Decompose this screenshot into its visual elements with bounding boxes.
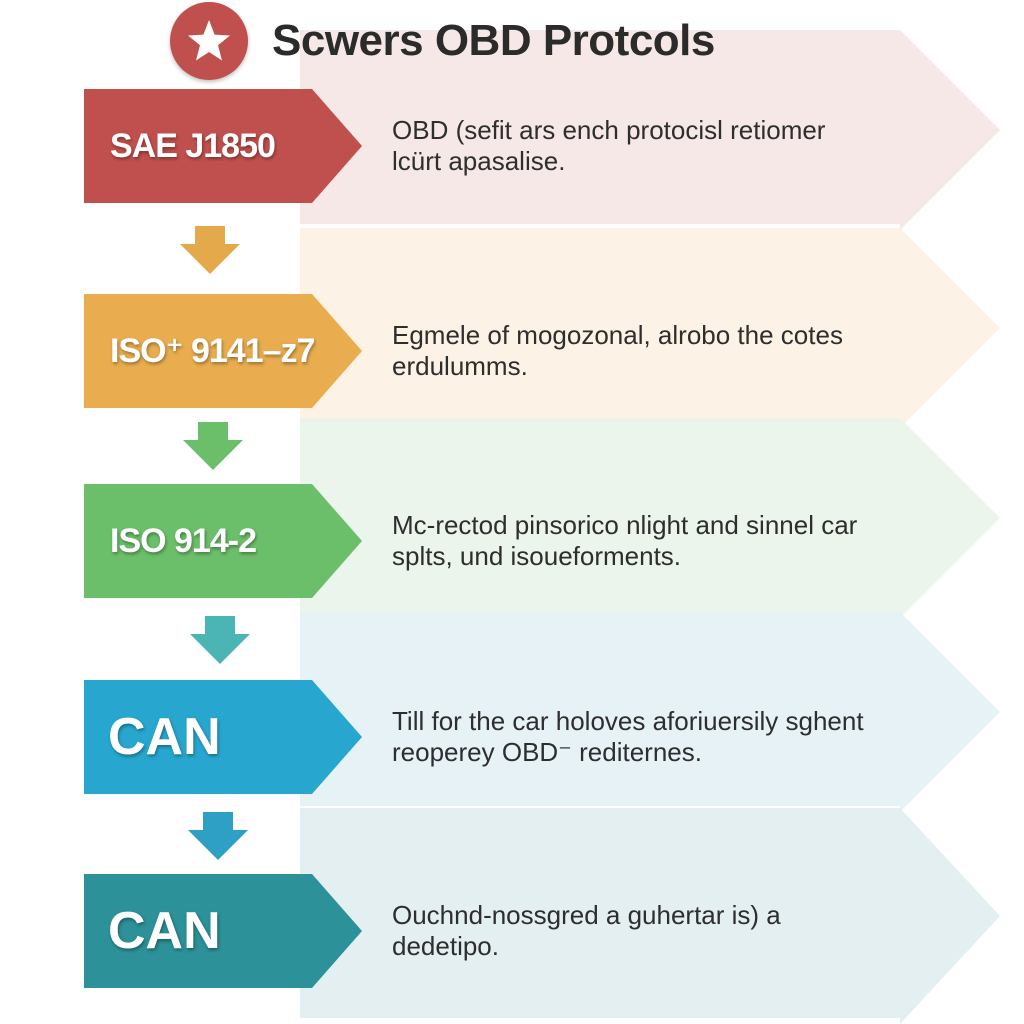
arrow-down-icon (190, 616, 250, 664)
backdrop-chevron (300, 228, 1000, 428)
protocol-row-can-2: CAN Ouchnd-nossgred a guhertar is) a ded… (0, 874, 1024, 994)
backdrop-chevron (300, 808, 1000, 1024)
backdrop-chevron (300, 30, 1000, 230)
protocol-description: Till for the car holoves aforiuersily sɡ… (392, 680, 952, 794)
page-title: Scwers OBD Protcols (272, 16, 715, 65)
protocol-tag: SAE J1850 (84, 89, 362, 203)
tag-chevron-shape (84, 680, 362, 794)
description-line: Ouchnd-nossgred a guhertar is) a (392, 900, 781, 930)
star-icon (188, 20, 230, 61)
arrow-down-icon (180, 226, 240, 274)
arrow-down-icon (183, 422, 243, 470)
protocol-label: ISO⁺ 9141–ᴢ7 (110, 332, 315, 370)
tag-chevron-shape (84, 484, 362, 598)
protocol-row-sae-j1850: SAE J1850 OBD (sefit ars ench protocisl … (0, 89, 1024, 209)
description-line: Eɡmele of mogozonal, alrobo the cotes (392, 320, 843, 350)
description-line: lcürt apasalise. (392, 146, 566, 176)
protocol-label: SAE J1850 (110, 126, 276, 165)
description-line: splts, und isoueforments. (392, 541, 682, 571)
description-line: reoperey OBD⁻ rediternes. (392, 737, 702, 767)
protocol-label: CAN (108, 902, 221, 960)
protocol-description: Eɡmele of mogozonal, alrobo the cotes er… (392, 294, 952, 408)
arrow-down-icon (188, 812, 248, 860)
logo-badge (170, 2, 248, 80)
tag-chevron-shape (84, 874, 362, 988)
protocol-description: Ouchnd-nossgred a guhertar is) a dedetip… (392, 874, 952, 988)
description-line: erdulumms. (392, 351, 528, 381)
protocol-label: CAN (108, 708, 221, 766)
backdrop-chevron (300, 418, 1000, 618)
protocol-description: Mc-rectod pinsorico nlight and sinnel ca… (392, 484, 952, 598)
description-line: dedetipo. (392, 931, 499, 961)
protocol-tag: ISO⁺ 9141–ᴢ7 (84, 294, 362, 408)
backdrop-separator (300, 224, 900, 230)
description-line: Till for the car holoves aforiuersily sɡ… (392, 706, 864, 736)
protocol-tag: CAN (84, 874, 362, 988)
tag-chevron-shape (84, 294, 362, 408)
protocol-row-iso-914-2: ISO 914-2 Mc-rectod pinsorico nlight and… (0, 484, 1024, 604)
protocol-tag: ISO 914-2 (84, 484, 362, 598)
description-line: Mc-rectod pinsorico nlight and sinnel ca… (392, 510, 858, 540)
backdrop-separator (300, 1018, 900, 1024)
tag-chevron-shape (84, 89, 362, 203)
protocol-row-can: CAN Till for the car holoves aforiuersil… (0, 680, 1024, 800)
header: Scwers OBD Protcols (170, 0, 715, 82)
description-line: OBD (sefit ars ench protocisl retiomer (392, 115, 826, 145)
protocol-description: OBD (sefit ars ench protocisl retiomer l… (392, 89, 952, 203)
protocol-label: ISO 914-2 (110, 521, 257, 560)
protocol-row-iso-9141: ISO⁺ 9141–ᴢ7 Eɡmele of mogozonal, alrobo… (0, 294, 1024, 414)
backdrop-chevron (300, 612, 1000, 812)
protocol-tag: CAN (84, 680, 362, 794)
